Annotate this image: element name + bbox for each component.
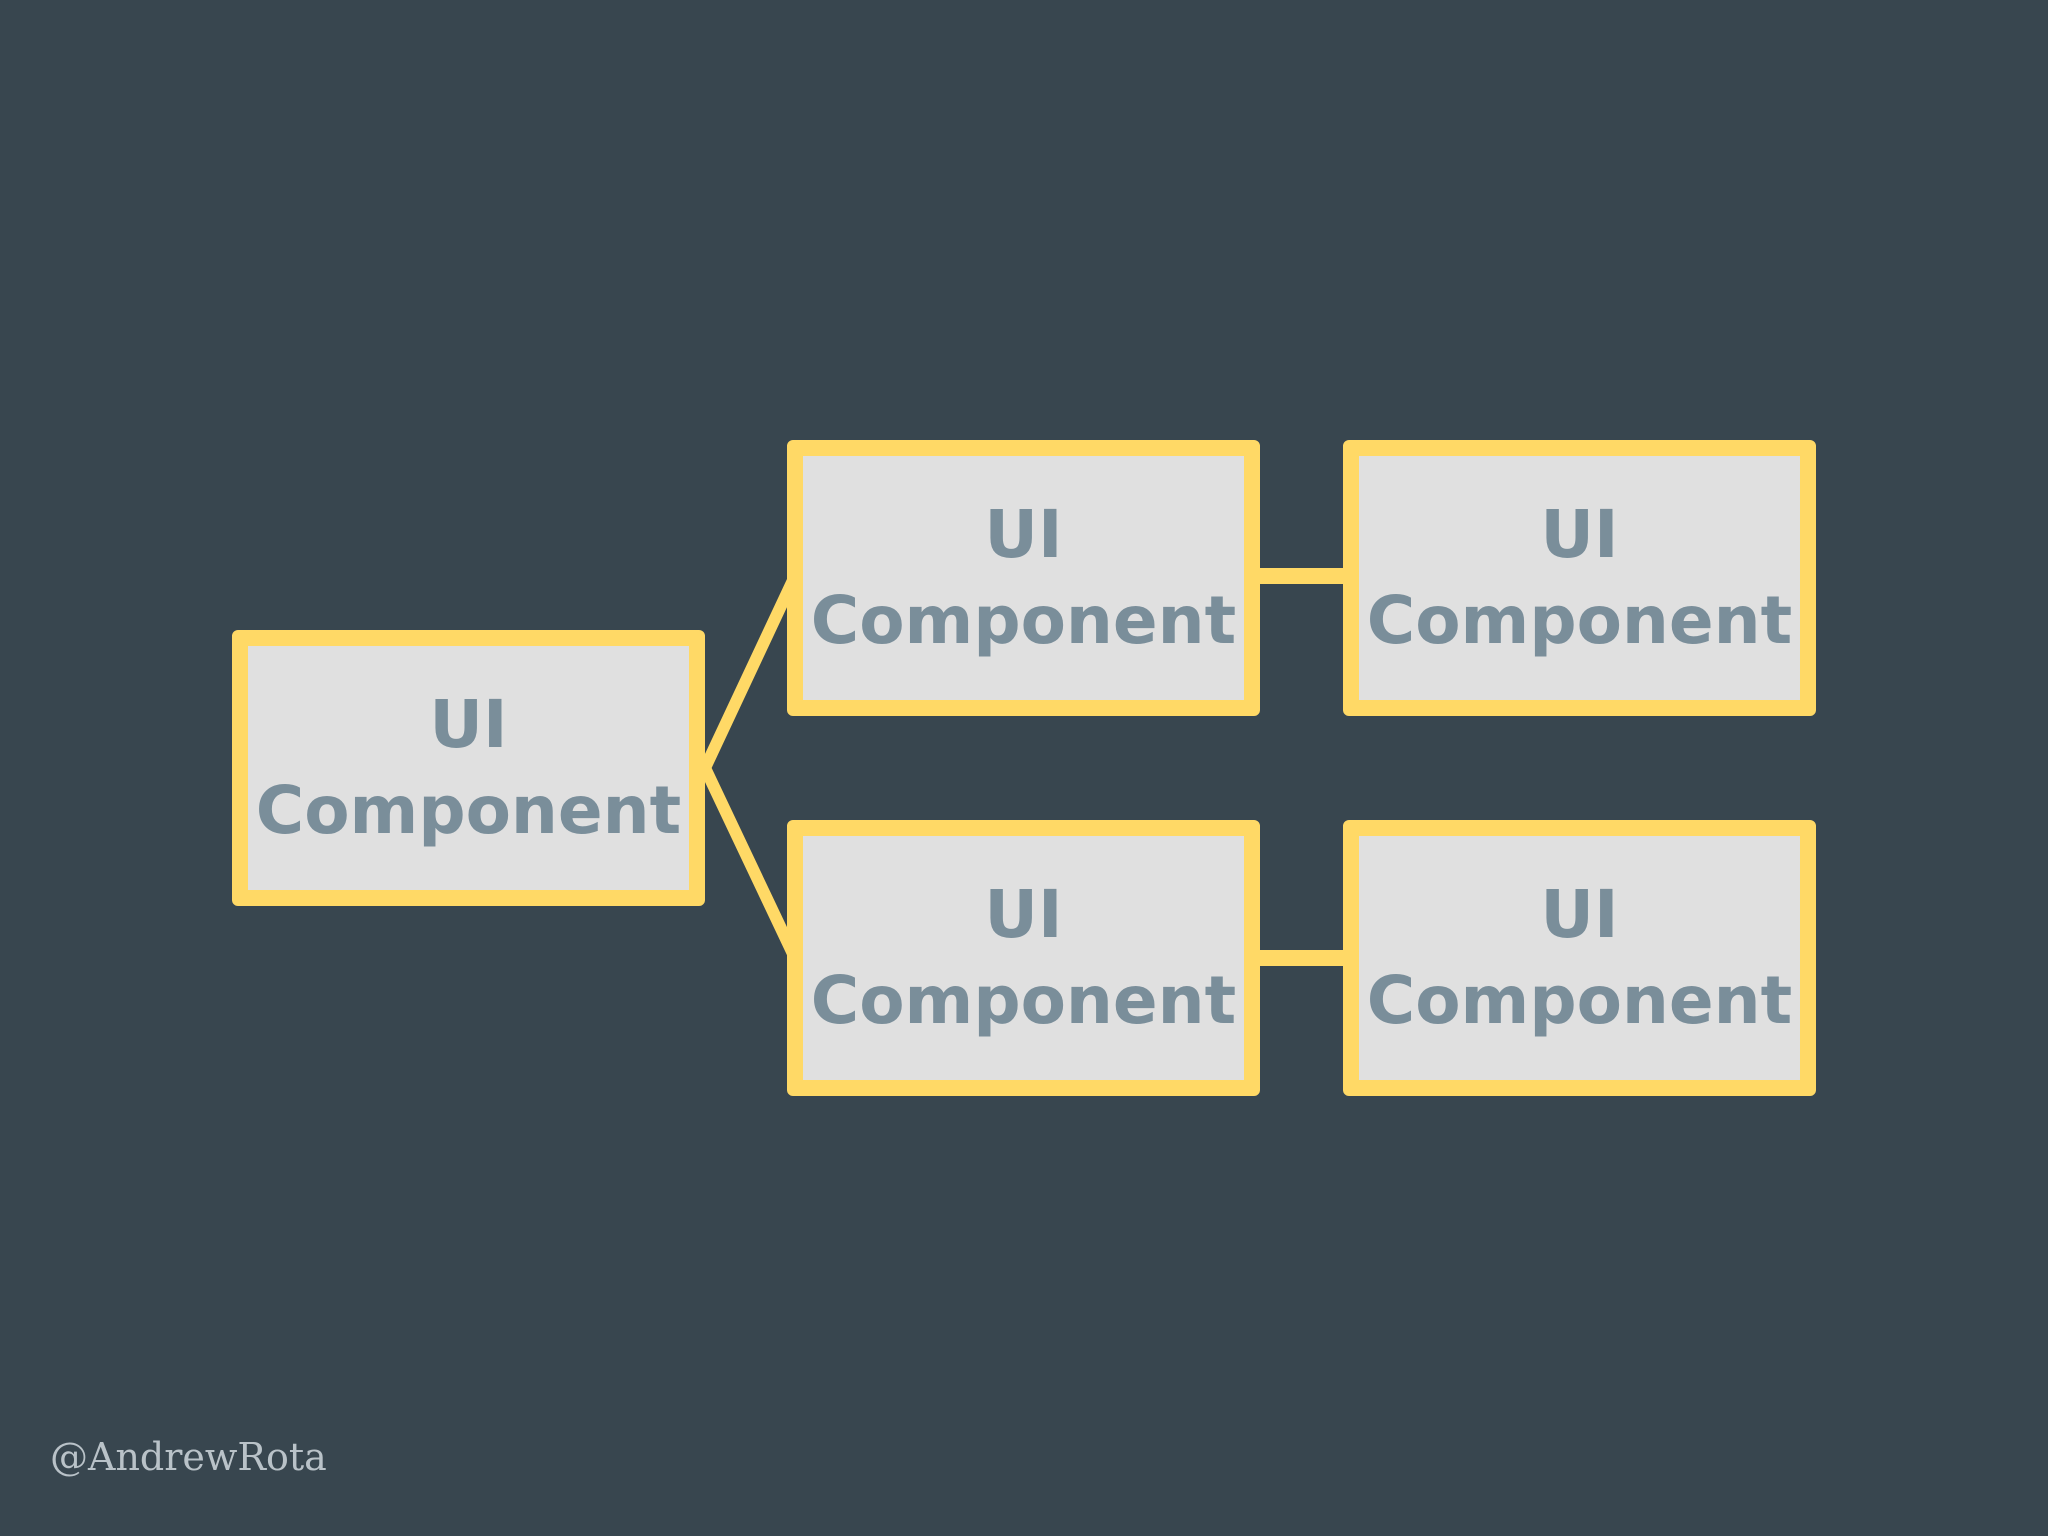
box-label-line1: UI (984, 876, 1063, 953)
author-credit: @AndrewRota (50, 1435, 327, 1479)
ui-component-box-root: UI Component (232, 630, 705, 906)
ui-component-box-bottom-middle: UI Component (787, 820, 1260, 1096)
box-label-line2: Component (255, 772, 682, 849)
box-label-line2: Component (1366, 582, 1793, 659)
ui-component-box-top-right: UI Component (1343, 440, 1816, 716)
box-label-line2: Component (810, 582, 1237, 659)
ui-component-box-top-middle: UI Component (787, 440, 1260, 716)
box-label-line2: Component (810, 962, 1237, 1039)
box-label-line1: UI (429, 686, 508, 763)
edge-root-to-top-mid (699, 570, 801, 774)
box-label-line1: UI (984, 496, 1063, 573)
box-label-line1: UI (1540, 496, 1619, 573)
box-label-line1: UI (1540, 876, 1619, 953)
box-label-line2: Component (1366, 962, 1793, 1039)
edge-root-to-bottom-mid (699, 762, 801, 964)
ui-component-box-bottom-right: UI Component (1343, 820, 1816, 1096)
